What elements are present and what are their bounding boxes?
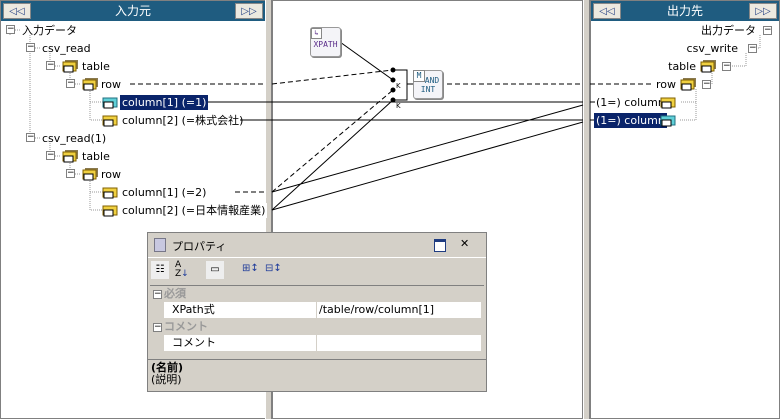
collapse-toggle[interactable]: − xyxy=(46,150,55,160)
category-label: コメント xyxy=(164,320,208,333)
tree-row[interactable]: row xyxy=(101,78,122,91)
folder-element-icon xyxy=(102,113,119,127)
arrow-icon: ↳ xyxy=(311,28,322,39)
dock-icon[interactable] xyxy=(434,239,446,252)
collapse-toggle[interactable]: − xyxy=(66,168,75,178)
properties-title: プロパティ xyxy=(172,240,227,253)
collapse-toggle[interactable]: − xyxy=(153,322,162,332)
folder-mapped-icon xyxy=(660,113,677,127)
tree-column-selected[interactable]: (1=) column xyxy=(594,113,667,128)
tree-table[interactable]: table xyxy=(668,60,696,73)
collapse-all-icon[interactable]: ⊟↕ xyxy=(265,263,282,274)
collapse-toggle[interactable]: − xyxy=(153,289,162,299)
collapse-toggle[interactable]: − xyxy=(66,78,75,88)
tree-writer[interactable]: csv_write xyxy=(686,42,738,55)
collapse-toggle[interactable]: − xyxy=(748,43,757,53)
property-value[interactable] xyxy=(316,335,481,351)
description-text: (説明) xyxy=(151,373,182,386)
output-panel-header: 出力先 ◁◁ ▷▷ xyxy=(591,1,779,21)
right-splitter[interactable] xyxy=(583,0,590,419)
tree-column[interactable]: column[2] (=株式会社) xyxy=(122,114,244,127)
tree-source[interactable]: csv_read xyxy=(42,42,91,55)
property-pages-icon[interactable]: ▭ xyxy=(206,261,224,279)
property-value[interactable]: /table/row/column[1] xyxy=(316,302,481,318)
close-button[interactable]: ✕ xyxy=(460,237,470,250)
description-name: (名前) xyxy=(151,361,184,374)
folder-element-icon xyxy=(82,167,99,181)
tree-table[interactable]: table xyxy=(82,150,110,163)
folder-element-icon xyxy=(62,149,79,163)
collapse-toggle[interactable]: − xyxy=(6,24,15,34)
categorized-icon[interactable]: ☷ xyxy=(151,261,169,279)
category-label: 必須 xyxy=(164,287,186,300)
k-label: K xyxy=(396,102,401,110)
folder-element-icon xyxy=(700,59,717,73)
input-panel-header: 入力元 ◁◁ ▷▷ xyxy=(1,1,265,21)
input-panel-title: 入力元 xyxy=(114,4,151,18)
tree-root-output[interactable]: 出力データ xyxy=(701,24,756,37)
tree-row[interactable]: row xyxy=(653,77,676,92)
tree-source[interactable]: csv_read(1) xyxy=(42,132,107,145)
k-label: K xyxy=(396,82,401,90)
property-row[interactable]: コメント xyxy=(164,335,481,351)
collapse-left-button[interactable]: ◁◁ xyxy=(593,3,621,19)
and-function-node[interactable]: M AND INT xyxy=(413,70,443,99)
property-key: XPath式 xyxy=(172,303,215,316)
property-grid: − 必須 XPath式 /table/row/column[1] − コメント … xyxy=(150,285,484,354)
collapse-toggle[interactable]: − xyxy=(702,79,711,89)
tree-row[interactable]: row xyxy=(101,168,122,181)
tree-column-selected[interactable]: column[1] (=1) xyxy=(120,95,209,110)
properties-icon xyxy=(154,238,166,252)
collapse-toggle[interactable]: − xyxy=(763,25,772,35)
properties-titlebar[interactable]: プロパティ ✕ xyxy=(148,233,486,258)
description-pane: (名前) (説明) xyxy=(148,359,486,391)
output-panel-title: 出力先 xyxy=(666,4,703,18)
tree-column[interactable]: column[1] (=2) xyxy=(122,185,209,200)
tree-table[interactable]: table xyxy=(82,60,110,73)
folder-element-icon xyxy=(102,185,119,199)
tree-column[interactable]: (1=) column xyxy=(596,96,665,109)
folder-element-icon xyxy=(660,95,677,109)
m-badge: M xyxy=(413,70,425,82)
collapse-left-button[interactable]: ◁◁ xyxy=(3,3,31,19)
property-key: コメント xyxy=(172,336,216,349)
xpath-label: XPATH xyxy=(313,40,338,49)
expand-all-icon[interactable]: ⊞↕ xyxy=(242,263,259,274)
expand-right-button[interactable]: ▷▷ xyxy=(235,3,263,19)
collapse-toggle[interactable]: − xyxy=(46,60,55,70)
property-row[interactable]: XPath式 /table/row/column[1] xyxy=(164,302,481,318)
tree-root-input[interactable]: 入力データ xyxy=(22,24,77,37)
expand-right-button[interactable]: ▷▷ xyxy=(749,3,777,19)
collapse-toggle[interactable]: − xyxy=(26,42,35,52)
folder-element-icon xyxy=(62,59,79,73)
folder-element-icon xyxy=(680,77,697,91)
xpath-function-node[interactable]: ↳ XPATH xyxy=(310,27,341,57)
folder-element-icon xyxy=(102,203,119,217)
folder-mapped-icon xyxy=(102,95,119,109)
folder-element-icon xyxy=(82,77,99,91)
connector-dots xyxy=(390,67,396,103)
int-label: INT xyxy=(420,85,436,94)
collapse-toggle[interactable]: − xyxy=(26,132,35,142)
tree-column[interactable]: column[2] (=日本情報産業) xyxy=(122,203,268,218)
collapse-toggle[interactable]: − xyxy=(722,61,731,71)
and-label: AND xyxy=(424,76,440,85)
